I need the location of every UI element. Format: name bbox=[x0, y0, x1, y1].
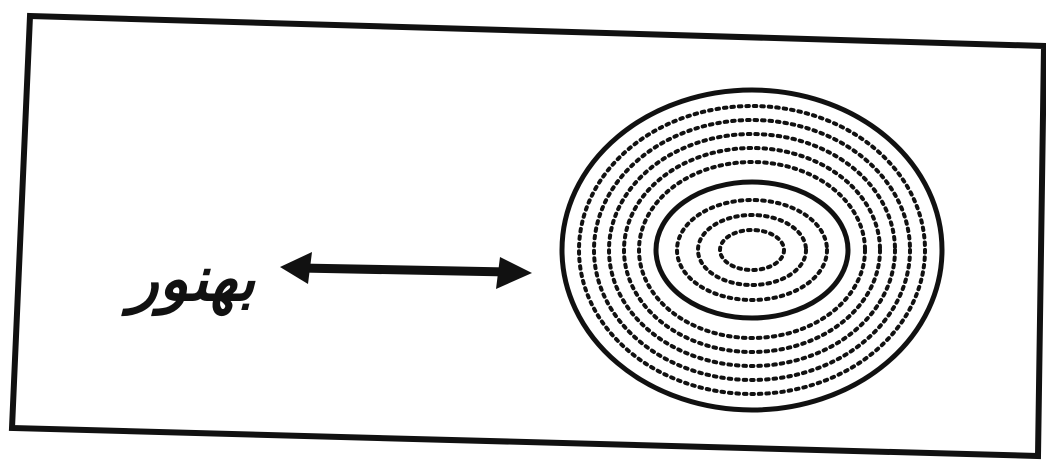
label-whirlpool: بھنور bbox=[121, 242, 256, 317]
diagram-frame bbox=[12, 16, 1044, 456]
